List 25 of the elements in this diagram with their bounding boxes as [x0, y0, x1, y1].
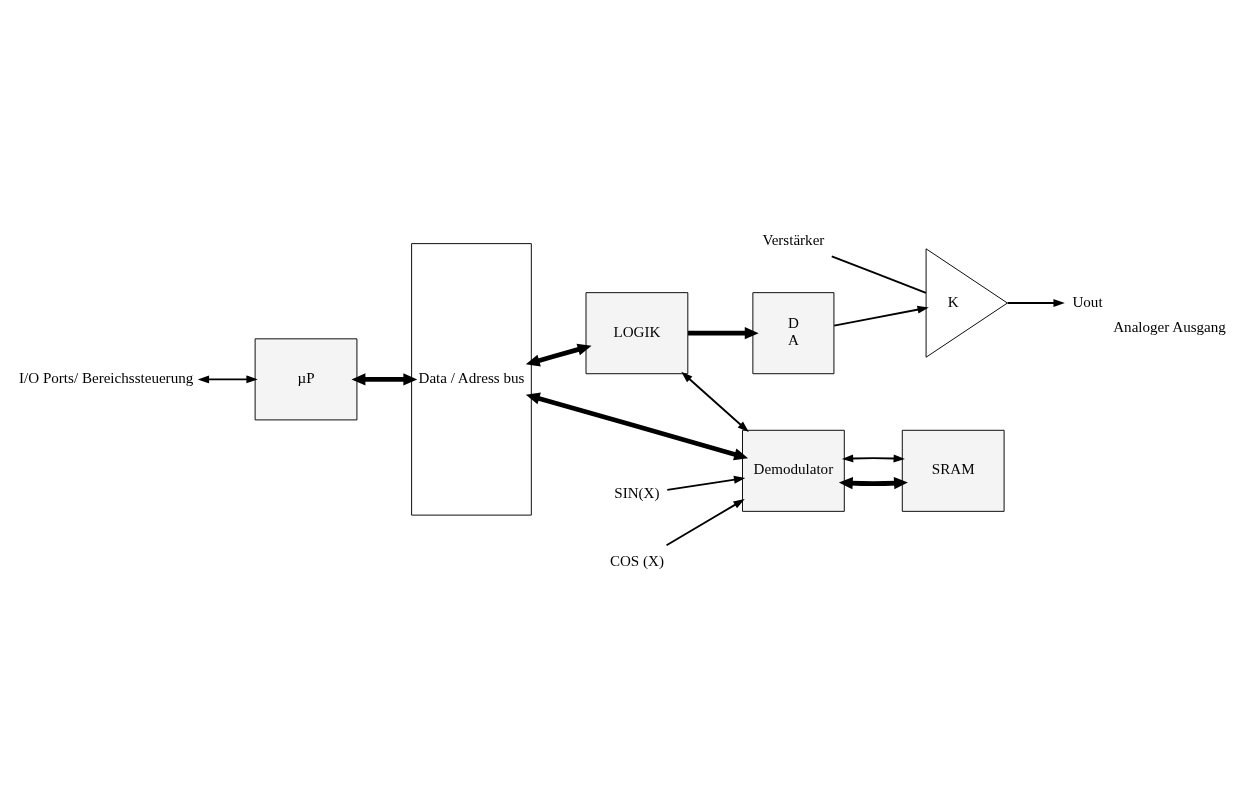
- node-box: Demodulator: [742, 429, 845, 512]
- node-label: Analoger Ausgang: [1113, 318, 1226, 335]
- arrow: [665, 498, 745, 546]
- arrow: [525, 343, 592, 366]
- connector: [830, 254, 927, 294]
- node-text: I/O Ports/ Bereichssteuerung: [19, 369, 194, 386]
- node-box: LOGIK: [585, 291, 689, 374]
- node-text: Verstärker: [762, 231, 825, 248]
- arrow: [525, 392, 749, 460]
- arrow: [688, 326, 759, 339]
- node-box: D A: [752, 291, 835, 374]
- arrow: [833, 305, 929, 326]
- node-box: SRAM: [901, 429, 1005, 512]
- node-text: COS (X): [609, 552, 664, 569]
- arrow: [666, 475, 746, 491]
- node-text: SIN(X): [614, 484, 660, 501]
- arrow: [681, 371, 749, 432]
- arrow: [1006, 298, 1065, 307]
- arrow: [351, 372, 418, 385]
- node-text: Uout: [1072, 293, 1103, 310]
- node-box: µP: [254, 337, 358, 420]
- arrow: [841, 454, 905, 462]
- node-box: Data / Adress bus: [411, 242, 532, 516]
- arrow: [197, 374, 258, 383]
- arrow: [838, 476, 908, 489]
